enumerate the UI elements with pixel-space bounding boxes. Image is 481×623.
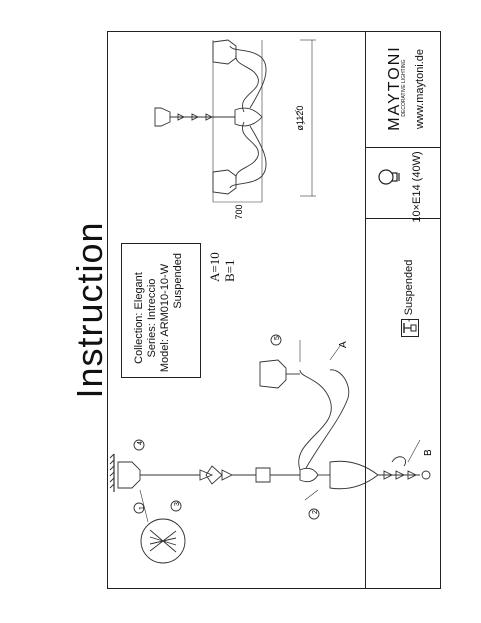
step-5-label: 5: [274, 336, 281, 340]
part-b-label: B: [423, 449, 434, 456]
spec-divider-2: [365, 218, 441, 219]
step-3-label: 3: [174, 502, 181, 506]
step-1-label: 1: [139, 506, 146, 510]
step-4-label: 4: [137, 441, 144, 445]
part-a-label: A: [338, 341, 349, 348]
width-dimension: 700: [234, 204, 244, 219]
collection-box: [121, 243, 201, 378]
instruction-frame: [107, 31, 441, 589]
spec-divider-1: [365, 147, 441, 148]
diameter-dimension: ø1120: [295, 106, 305, 131]
section-divider: [365, 31, 366, 589]
step-2-label: 2: [312, 510, 319, 514]
chandelier-dimension-drawing: [154, 39, 316, 203]
bulb-icon: [378, 169, 400, 185]
ceiling-mount-icon: [401, 319, 419, 337]
chandelier-assembly-drawing: [109, 334, 431, 564]
